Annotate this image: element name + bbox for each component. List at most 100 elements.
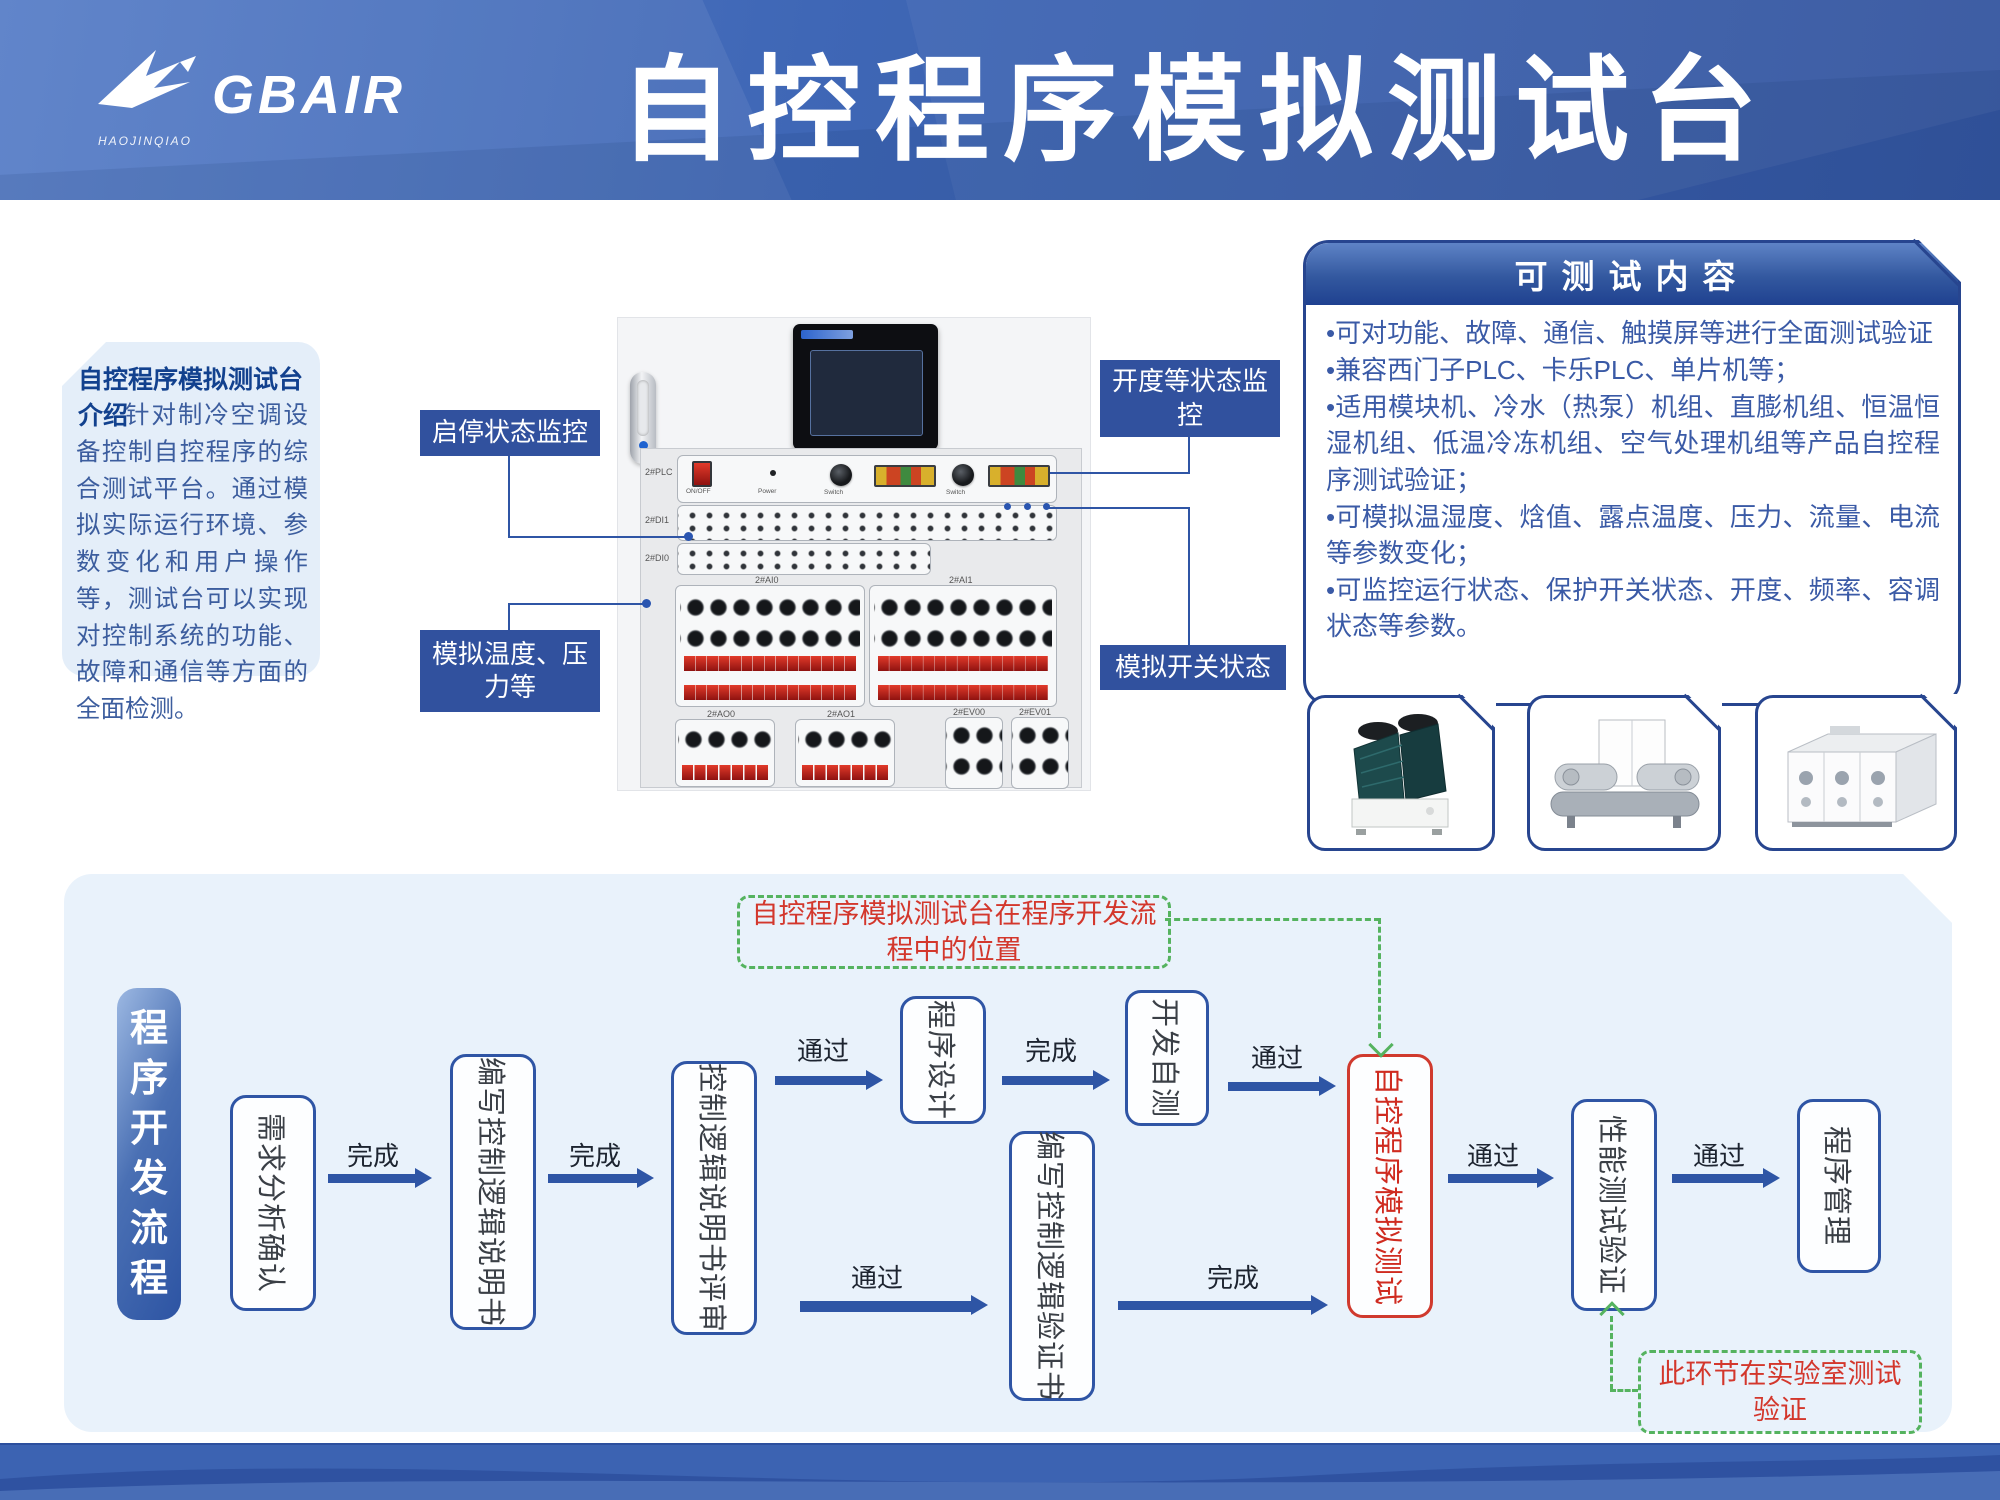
- ao0-group: [675, 719, 775, 787]
- power-led: [770, 470, 776, 476]
- flow-node-auto-program-sim-test: 自控程序模拟测试: [1347, 1054, 1433, 1318]
- air-cooled-modular-chiller-photo: [1351, 714, 1449, 835]
- ev01-group: [1011, 717, 1069, 789]
- workflow-ribbon-label: 程序开发流程: [129, 1007, 168, 1301]
- arrow-label: 通过: [1692, 1141, 1745, 1171]
- connector-line: [1188, 437, 1190, 474]
- plc-micro-label: Power: [758, 488, 777, 495]
- analog-meter: [874, 465, 936, 487]
- testable-content-header: 可测试内容: [1306, 243, 1958, 305]
- flow-arrow: [1448, 1168, 1554, 1188]
- panel-row-label: 2#PLC: [645, 467, 673, 477]
- group-label: 2#AO1: [827, 709, 856, 719]
- dashed-connector: [1610, 1389, 1638, 1392]
- plc-micro-label: Switch: [946, 489, 966, 496]
- ao1-group: [795, 719, 895, 787]
- flow-node-label: 控制逻辑说明书评审: [695, 1062, 727, 1334]
- flow-node-label: 编写控制逻辑说明书: [474, 1056, 506, 1328]
- connector-dot: [1004, 503, 1011, 510]
- product-card: [1755, 693, 1958, 851]
- flow-node-write-logic-spec: 编写控制逻辑说明书: [450, 1054, 536, 1330]
- header-banner: GBAIR HAOJINQIAO 自控程序模拟测试台: [0, 0, 2000, 200]
- knob-grid: [798, 722, 892, 754]
- ev00-group: [945, 717, 1003, 789]
- intro-panel: 自控程序模拟测试台介绍 针对制冷空调设备控制自控程序的综合测试平台。通过模拟实际…: [61, 341, 320, 723]
- flow-node-performance-test: 性能测试验证: [1571, 1099, 1657, 1311]
- arrow-label: 通过: [796, 1036, 849, 1066]
- bullet-item: •可模拟温湿度、焓值、露点温度、压力、流量、电流等参数变化；: [1326, 501, 1940, 568]
- connector-line: [508, 536, 688, 538]
- connector-line: [1050, 472, 1190, 474]
- group-label: 2#EV00: [953, 707, 986, 717]
- flow-node-program-design: 程序设计: [900, 996, 986, 1124]
- hmi-screen: [810, 350, 923, 436]
- footer-wave-graphic: [0, 1445, 2000, 1500]
- arrow-label: 完成: [568, 1141, 621, 1171]
- callout-sim-temp-pressure: 模拟温度、压力等: [420, 630, 600, 712]
- flow-arrow: [1672, 1168, 1780, 1188]
- group-label: 2#AI1: [949, 575, 973, 585]
- rocker-grid: [878, 656, 1048, 700]
- connector-line: [508, 604, 510, 630]
- selector-knob: [952, 464, 974, 486]
- flow-node-label: 开发自测: [1148, 997, 1180, 1119]
- bullet-item: •适用模块机、冷水（热泵）机组、直膨机组、恒温恒湿机组、低温冷冻机组、空气处理机…: [1326, 392, 1940, 495]
- dashed-connector: [1165, 918, 1380, 921]
- flow-node-label: 性能测试验证: [1595, 1114, 1627, 1296]
- dashed-connector: [1610, 1316, 1613, 1390]
- product-card: [1307, 693, 1496, 851]
- knob-grid: [680, 590, 860, 652]
- bird-logo-icon: [98, 50, 196, 108]
- test-bench-photo: 2#PLC 2#DI1 2#DI0 ON/OFF Power Switch Sw…: [618, 318, 1090, 790]
- connector-dot: [684, 532, 693, 541]
- group-label: 2#AI0: [755, 575, 779, 585]
- panel-row-label: 2#DI1: [645, 515, 670, 525]
- callout-sim-switch-status: 模拟开关状态: [1100, 645, 1286, 690]
- connector-line: [508, 603, 648, 605]
- product-card: [1527, 693, 1722, 851]
- connector-dot: [1024, 503, 1031, 510]
- group-label: 2#AO0: [707, 709, 736, 719]
- testable-content-list: •可对功能、故障、通信、触摸屏等进行全面测试验证 •兼容西门子PLC、卡乐PLC…: [1326, 315, 1940, 645]
- brand-logo: GBAIR HAOJINQIAO: [92, 42, 432, 152]
- connector-dot: [1043, 503, 1050, 510]
- handle-indicator-dot: [639, 441, 648, 450]
- dashed-connector: [1378, 918, 1381, 1038]
- arrow-label: 完成: [346, 1141, 399, 1171]
- flow-arrow: [1118, 1295, 1328, 1315]
- water-cooled-screw-chiller-photo: [1550, 719, 1700, 828]
- panel-row-label: 2#DI0: [645, 553, 670, 563]
- page-title: 自控程序模拟测试台: [618, 48, 1771, 175]
- bullet-item: •可监控运行状态、保护开关状态、开度、频率、容调状态等参数。: [1326, 574, 1940, 641]
- flow-node-label: 编写控制逻辑验证书: [1033, 1130, 1065, 1402]
- plc-control-group: ON/OFF Power Switch Switch: [677, 455, 1057, 503]
- bullet-item: •可对功能、故障、通信、触摸屏等进行全面测试验证: [1326, 318, 1934, 348]
- plc-micro-label: ON/OFF: [686, 488, 711, 495]
- flow-node-label: 自控程序模拟测试: [1371, 1065, 1403, 1307]
- flow-node-program-management: 程序管理: [1797, 1099, 1881, 1273]
- arrow-label: 通过: [850, 1263, 903, 1293]
- flow-arrow: [1002, 1070, 1110, 1090]
- rocker-grid: [684, 656, 856, 700]
- selector-knob: [830, 464, 852, 486]
- brand-logo-text: GBAIR: [212, 65, 406, 125]
- arrow-label: 完成: [1024, 1036, 1077, 1066]
- flow-arrow: [800, 1295, 988, 1315]
- hmi-logo: [801, 330, 853, 339]
- rocker-grid: [682, 765, 768, 781]
- flow-node-write-logic-verification: 编写控制逻辑验证书: [1009, 1131, 1095, 1401]
- panel-chamfer: [1903, 874, 1952, 923]
- flow-node-requirements: 需求分析确认: [230, 1095, 316, 1311]
- flow-node-label: 程序设计: [924, 999, 956, 1121]
- knob-grid: [678, 722, 772, 754]
- flow-node-logic-spec-review: 控制逻辑说明书评审: [671, 1061, 757, 1335]
- connector-dot: [642, 599, 651, 608]
- brand-logo-subtext: HAOJINQIAO: [98, 134, 193, 148]
- connector-line: [1048, 507, 1190, 509]
- testable-content-panel: 可测试内容 •可对功能、故障、通信、触摸屏等进行全面测试验证 •兼容西门子PLC…: [1303, 238, 1962, 706]
- control-panel: 2#PLC 2#DI1 2#DI0 ON/OFF Power Switch Sw…: [640, 448, 1082, 789]
- ai0-group: [675, 585, 865, 707]
- callout-opening-status-monitor: 开度等状态监控: [1100, 360, 1280, 437]
- flow-arrow: [328, 1168, 432, 1188]
